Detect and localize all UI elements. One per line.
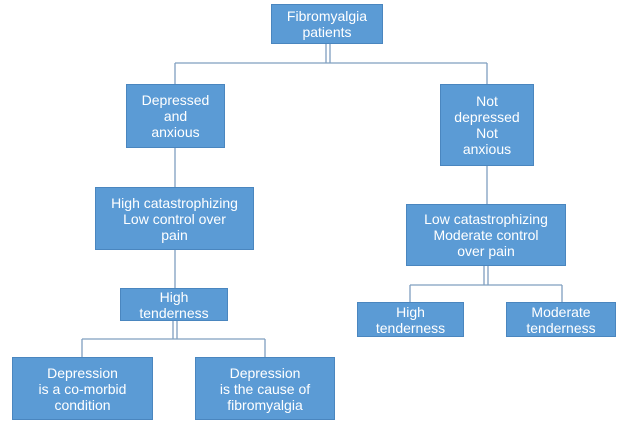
node-text-line: Depressed <box>141 92 210 108</box>
node-text-line: tenderness <box>139 304 209 321</box>
node-text-line: is a co-morbid <box>38 380 127 397</box>
node-text-line: patients <box>302 24 352 40</box>
node-text-line: Low control over <box>123 210 226 227</box>
node-text-line: High catastrophizing <box>111 194 238 211</box>
node-text-line: depressed <box>454 109 520 125</box>
node-text-line: High <box>159 288 189 305</box>
node-text-line: is the cause of <box>219 380 311 397</box>
node-text-line: Depression <box>229 364 301 381</box>
node-text-line: condition <box>54 396 111 413</box>
node-text-line: tenderness <box>526 319 596 336</box>
node-text-line: Low catastrophizing <box>424 211 548 227</box>
node-text-line: over pain <box>457 243 515 259</box>
node-text-line: anxious <box>462 141 512 157</box>
node-text-line: Depression <box>47 364 118 381</box>
node-text-line: Moderate control <box>433 227 539 243</box>
node-text-line: Moderate <box>531 303 591 320</box>
node-text-line: anxious <box>151 124 200 140</box>
node-text-line: tenderness <box>375 319 446 336</box>
node-text-line: Not <box>476 93 498 109</box>
node-text-line: fibromyalgia <box>227 396 303 413</box>
node-text-line: Fibromyalgia <box>286 8 368 24</box>
node-text-line: and <box>163 108 188 124</box>
node-text-line: Not <box>476 125 498 141</box>
node-text-line: High <box>396 303 425 320</box>
node-text-line: pain <box>161 226 188 243</box>
